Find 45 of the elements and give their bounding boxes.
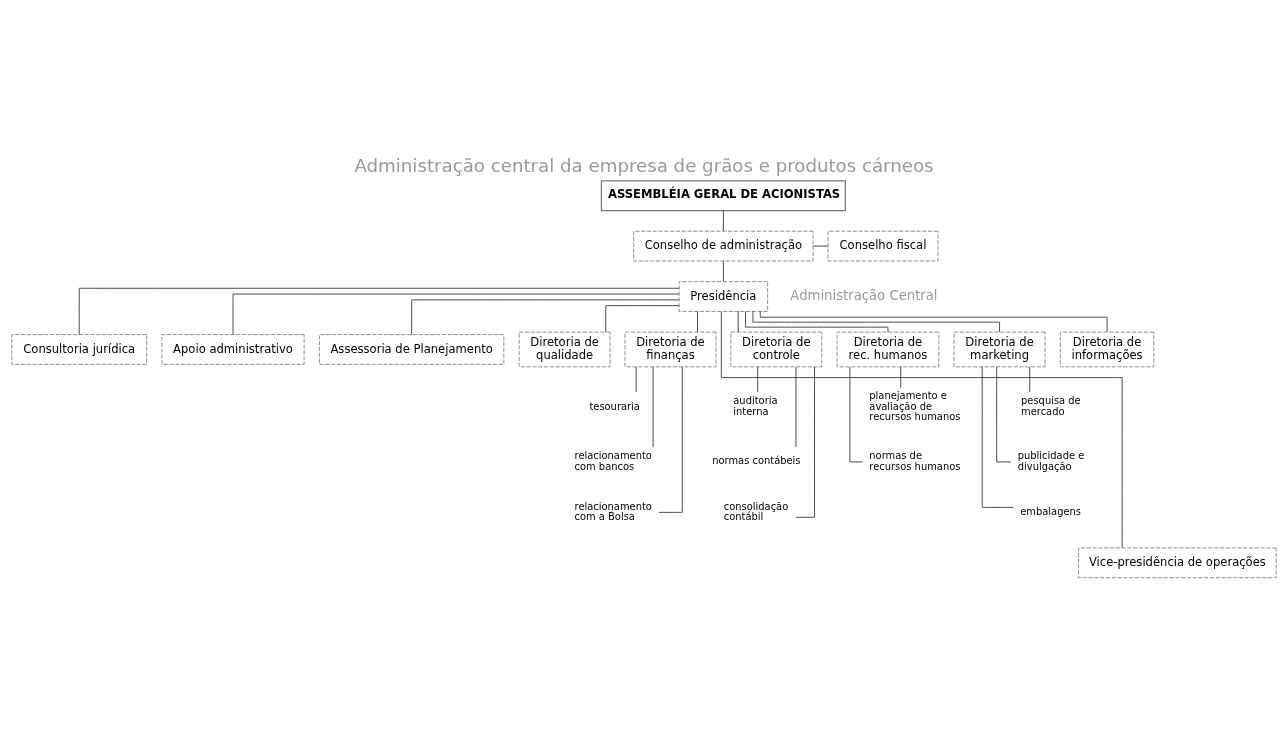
diagram-title: Administração central da empresa de grãos e produtos cárneos xyxy=(354,154,934,176)
connector xyxy=(722,260,724,282)
connector xyxy=(720,310,1123,548)
connector xyxy=(900,366,902,388)
node-text: relacionamento com bancos xyxy=(574,449,652,472)
connector xyxy=(722,209,724,231)
node-box: Diretoria de finanças xyxy=(624,331,717,367)
node-text: embalagens xyxy=(1020,505,1081,517)
node-text: relacionamento com a Bolsa xyxy=(574,500,652,522)
node-text: pesquisa de mercado xyxy=(1021,394,1081,417)
node-box: ASSEMBLÉIA GERAL DE ACIONISTAS xyxy=(600,179,846,211)
connector xyxy=(605,304,680,332)
connector xyxy=(697,310,698,332)
connector xyxy=(795,366,797,447)
connector xyxy=(752,310,1000,332)
node-box: Conselho de administração xyxy=(633,230,814,261)
node-box: Apoio administrativo xyxy=(161,333,305,365)
node-box: Presidência xyxy=(678,280,769,312)
connector xyxy=(658,365,683,513)
label: Administração Central xyxy=(790,287,938,303)
node-box: Diretoria de rec. humanos xyxy=(836,331,940,367)
node-box: Diretoria de marketing xyxy=(953,331,1046,367)
node-text: planejamento e avaliação de recursos humanos xyxy=(869,389,961,422)
connector xyxy=(757,366,759,392)
node-box: Consultoria jurídica xyxy=(11,333,148,365)
node-text: normas de recursos humanos xyxy=(869,449,961,472)
connector xyxy=(232,293,680,335)
node-text: tesouraria xyxy=(589,400,640,411)
connector xyxy=(795,366,815,518)
node-text: normas contábeis xyxy=(712,454,801,466)
connector xyxy=(745,310,889,332)
connector xyxy=(411,298,680,335)
node-box: Conselho fiscal xyxy=(827,230,939,261)
node-text: publicidade e divulgação xyxy=(1017,449,1085,472)
connector xyxy=(78,287,680,335)
node-text: consolidação contábil xyxy=(723,500,789,522)
connector xyxy=(981,366,1014,508)
connector xyxy=(737,310,739,332)
node-text: auditoria interna xyxy=(733,394,778,417)
node-box: Diretoria de informações xyxy=(1059,331,1155,367)
connector xyxy=(1029,366,1031,392)
node-box: Diretoria de qualidade xyxy=(518,331,611,367)
node-box: Vice-presidência de operações xyxy=(1078,547,1277,578)
node-box: Diretoria de controle xyxy=(730,331,823,367)
node-box: Assessoria de Planejamento xyxy=(319,333,505,365)
